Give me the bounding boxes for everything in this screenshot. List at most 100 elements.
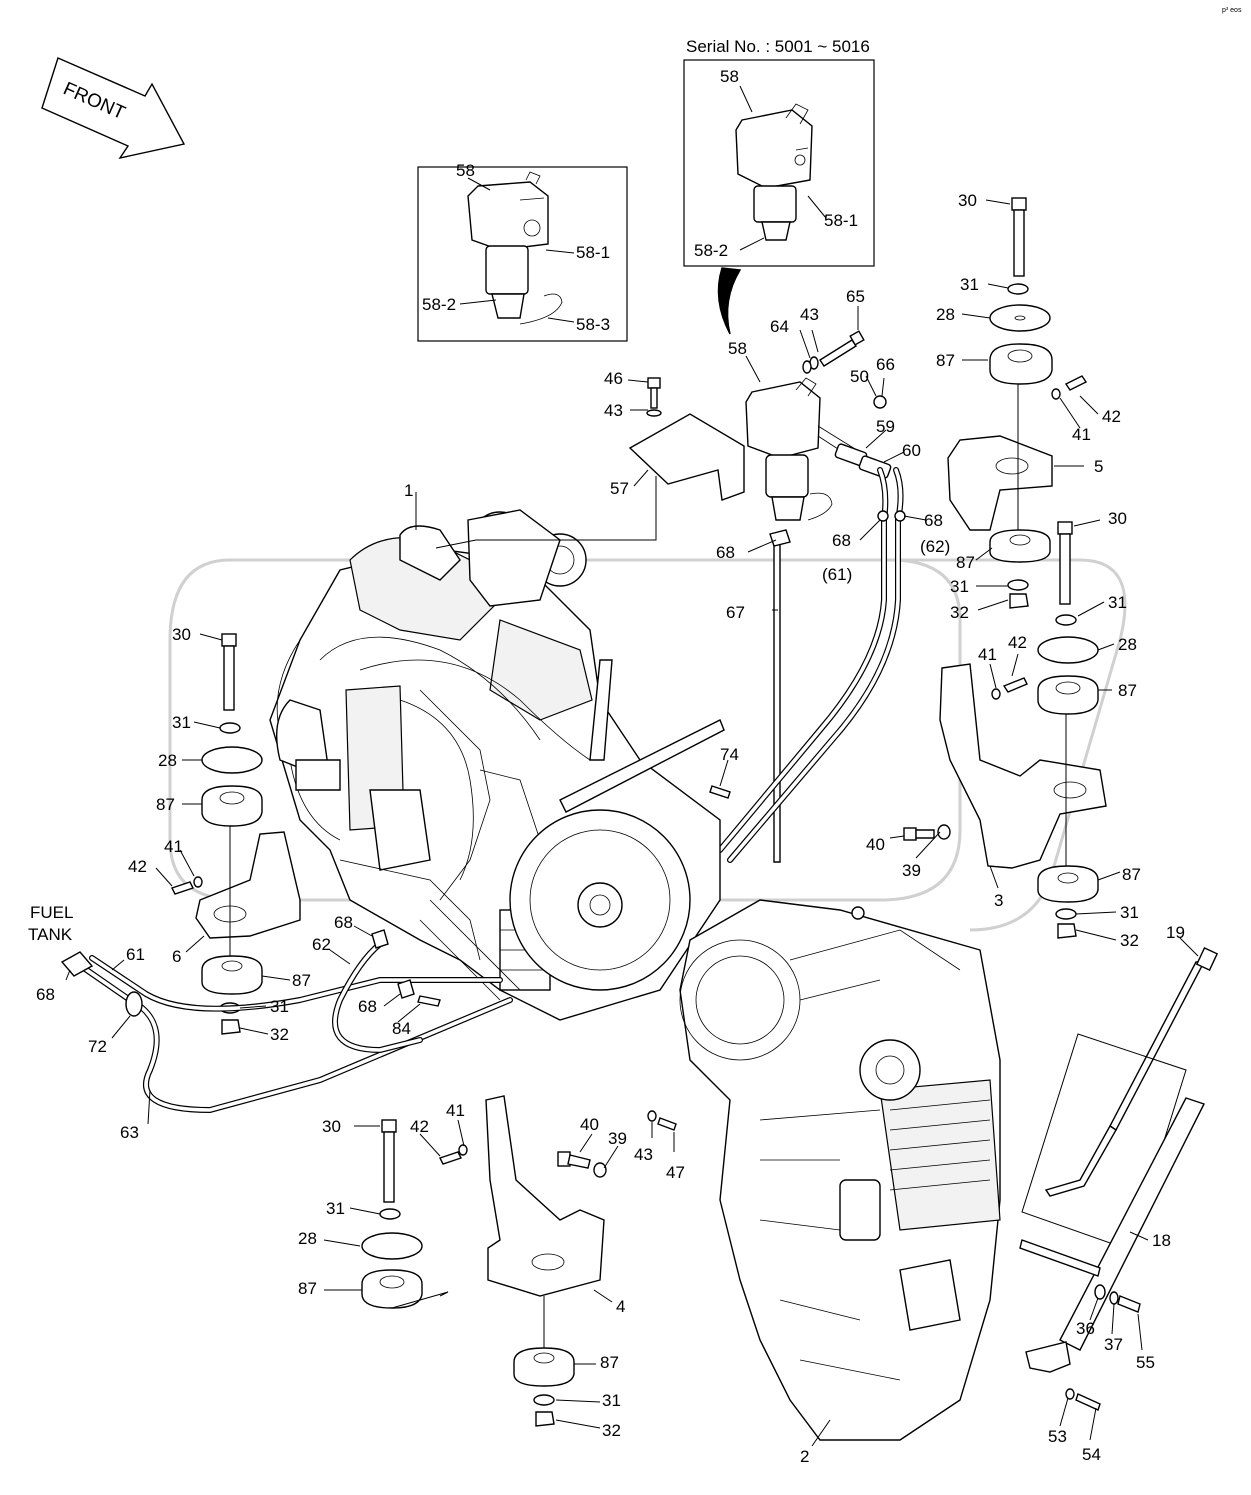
hose-61 [717, 467, 889, 853]
label-30-b: 30 [1108, 509, 1127, 528]
label-68-a: 68 [716, 543, 735, 562]
label-32-d: 32 [602, 1421, 621, 1440]
part-labels: 58 58-1 58-2 58-3 58 58-1 58-2 58 64 43 … [28, 67, 1185, 1466]
clamp-68-icon [371, 929, 389, 949]
label-39-a: 39 [902, 861, 921, 880]
filter-bracket [628, 413, 745, 501]
label-87-b: 87 [956, 553, 975, 572]
label-63: 63 [120, 1123, 139, 1142]
label-58-b: 58 [720, 67, 739, 86]
bolts-36-37-55 [1065, 1284, 1141, 1411]
label-40-b: 40 [580, 1115, 599, 1134]
fuel-filter-icon [735, 103, 813, 241]
label-65: 65 [846, 287, 865, 306]
hose-67 [773, 539, 781, 863]
label-58-2-b: 58-2 [694, 241, 728, 260]
label-28-a: 28 [936, 305, 955, 324]
label-30-c: 30 [172, 625, 191, 644]
label-28-b: 28 [1118, 635, 1137, 654]
label-87-f: 87 [1122, 865, 1141, 884]
bolt-74-icon [709, 785, 731, 799]
label-57: 57 [610, 479, 629, 498]
label-42-c: 42 [128, 857, 147, 876]
inset-pointer [717, 267, 742, 335]
mount-stack-right-top [947, 197, 1088, 609]
label-87-c: 87 [1118, 681, 1137, 700]
label-53: 53 [1048, 1427, 1067, 1446]
label-31-e: 31 [270, 997, 289, 1016]
label-4: 4 [616, 1297, 625, 1316]
label-50: 50 [850, 367, 869, 386]
label-58-3-a: 58-3 [576, 315, 610, 334]
front-arrow: FRONT [41, 57, 186, 160]
bolt-42-icon [1051, 375, 1088, 400]
label-31-c: 31 [1108, 593, 1127, 612]
mount-stack-right-middle [903, 521, 1107, 939]
label-28-d: 28 [298, 1229, 317, 1248]
bolt-47-icon [647, 1110, 677, 1131]
transmission-assembly [679, 899, 1001, 1441]
label-43-a: 43 [800, 305, 819, 324]
label-31-g: 31 [326, 1199, 345, 1218]
inset-serial-caption: Serial No. : 5001 ~ 5016 [686, 37, 870, 56]
label-58-a: 58 [456, 161, 475, 180]
bolt-46-icon [646, 377, 662, 417]
label-42-d: 42 [410, 1117, 429, 1136]
label-32-b: 32 [270, 1025, 289, 1044]
label-68-e: 68 [334, 913, 353, 932]
label-43-b: 43 [604, 401, 623, 420]
label-32-c: 32 [1120, 931, 1139, 950]
label-41-c: 41 [164, 837, 183, 856]
label-67: 67 [726, 603, 745, 622]
bolt-42-icon [439, 1144, 468, 1165]
label-59: 59 [876, 417, 895, 436]
label-30-d: 30 [322, 1117, 341, 1136]
label-39-b: 39 [608, 1129, 627, 1148]
leader-lines [65, 85, 1199, 1447]
label-87-h: 87 [600, 1353, 619, 1372]
label-47: 47 [666, 1163, 685, 1182]
inset-box-serial: Serial No. : 5001 ~ 5016 [683, 37, 875, 267]
fuel-filter-main [745, 377, 861, 521]
fuel-filter-icon [467, 171, 563, 325]
watermark-logo [168, 558, 1127, 932]
label-58-2-a: 58-2 [422, 295, 456, 314]
label-43-c: 43 [634, 1145, 653, 1164]
bolt-40-icon [903, 824, 951, 841]
fuel-tank-hoses [60, 785, 731, 1114]
label-61p: (61) [822, 565, 852, 584]
label-72: 72 [88, 1037, 107, 1056]
label-28-c: 28 [158, 751, 177, 770]
label-84: 84 [392, 1019, 411, 1038]
fitting-84-icon [417, 995, 441, 1007]
label-68-b: 68 [924, 511, 943, 530]
label-19: 19 [1166, 923, 1185, 942]
label-74: 74 [720, 745, 739, 764]
bolt-65-icon [802, 330, 865, 374]
label-41-b: 41 [978, 645, 997, 664]
label-87-d: 87 [156, 795, 175, 814]
label-87-a: 87 [936, 351, 955, 370]
label-54: 54 [1082, 1445, 1101, 1464]
label-32-a: 32 [950, 603, 969, 622]
label-42-a: 42 [1102, 407, 1121, 426]
label-68-d: 68 [36, 985, 55, 1004]
label-42-b: 42 [1008, 633, 1027, 652]
clamp-68-icon [877, 510, 906, 522]
bolt-40-icon [557, 1151, 607, 1178]
label-30-a: 30 [958, 191, 977, 210]
label-66: 66 [876, 355, 895, 374]
label-68-c: 68 [832, 531, 851, 550]
label-6: 6 [172, 947, 181, 966]
label-18: 18 [1152, 1231, 1171, 1250]
label-5: 5 [1094, 457, 1103, 476]
label-58-1-a: 58-1 [576, 243, 610, 262]
label-31-a: 31 [960, 275, 979, 294]
mount-stack-bottom [361, 1095, 677, 1427]
fuel-tank-line1: FUEL [30, 903, 73, 922]
bolt-42-icon [171, 876, 203, 895]
label-68-f: 68 [358, 997, 377, 1016]
label-31-b: 31 [950, 577, 969, 596]
label-31-d: 31 [172, 713, 191, 732]
label-41-a: 41 [1072, 425, 1091, 444]
